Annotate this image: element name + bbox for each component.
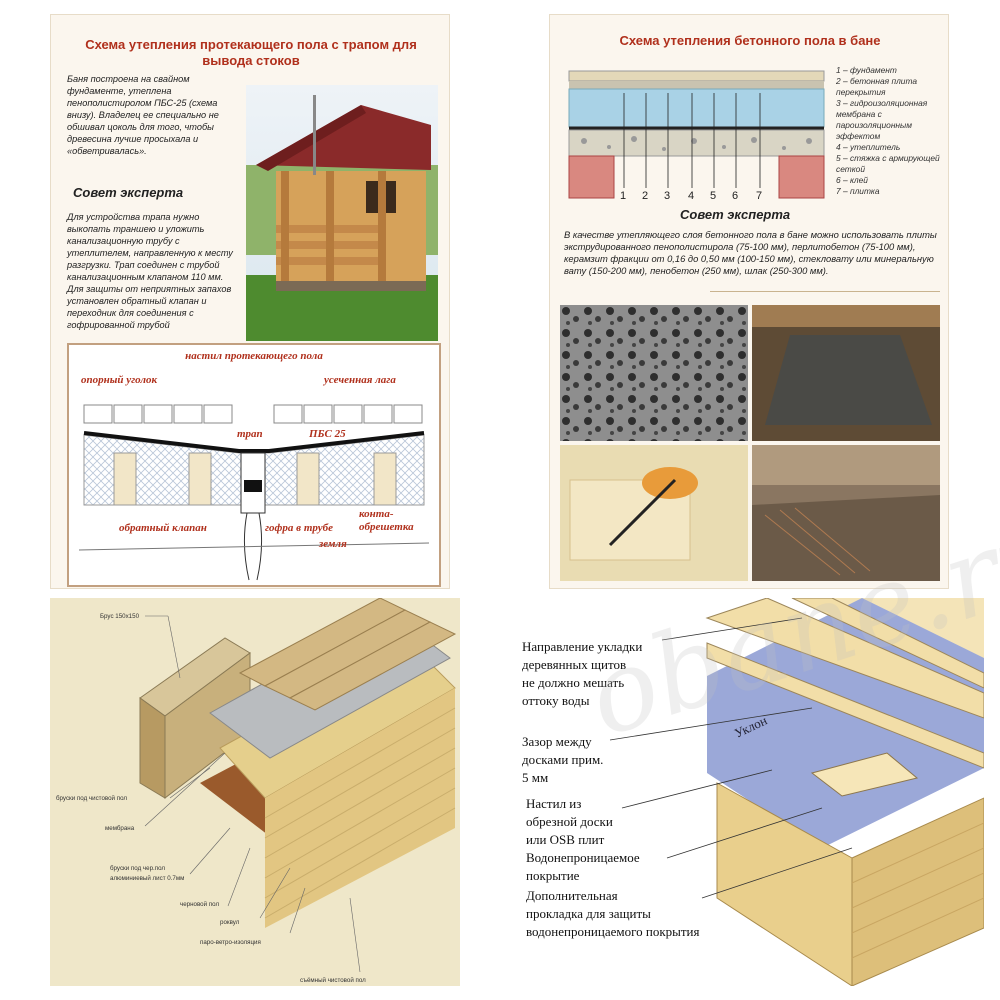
label-counter-2: обрешетка — [359, 521, 414, 533]
legend-item: 3 – гидроизоляционная мембрана с пароизо… — [836, 98, 928, 141]
label-truncated-joist: усеченная лага — [322, 374, 396, 386]
label-deck: Настил из обрезной доски или OSB плит — [526, 796, 616, 847]
legend-item: 1 – фундамент — [836, 65, 897, 75]
panel2-title: Схема утепления бетонного пола в бане — [619, 33, 881, 48]
label-waterproof: Водонепроницаемое покрытие — [526, 850, 643, 883]
label-gap: Зазор между досками прим. 5 мм — [522, 734, 607, 785]
label-laying-direction-1: Направление укладки — [522, 639, 642, 654]
label-laying-direction-2: деревянных щитов — [522, 657, 626, 672]
layer-number-4: 4 — [688, 190, 694, 202]
legend-item: 2 – бетонная плита перекрытия — [836, 76, 917, 97]
layer-number-6: 6 — [732, 190, 738, 202]
layer-number-1: 1 — [620, 190, 626, 202]
layer-number-3: 3 — [664, 190, 670, 202]
label-pbs: ПБС 25 — [308, 428, 346, 440]
layer-number-2: 2 — [642, 190, 648, 202]
panel-floor-layers-3d: Брус 150х150 бруски под чистовой пол мем… — [50, 598, 460, 986]
label-extra-pad: Дополнительная прокладка для защиты водо… — [526, 888, 700, 939]
materials-photo-collage — [560, 305, 940, 581]
concrete-floor-cross-section: 1 2 3 4 5 6 7 — [564, 63, 829, 203]
house-photo — [246, 85, 438, 341]
label-drain: трап — [237, 428, 263, 440]
label-rockwool: роквул — [220, 919, 240, 926]
panel2-expert-heading: Совет эксперта — [680, 207, 791, 222]
label-removable-floor: съёмный чистовой пол — [300, 977, 366, 984]
label-laying-direction: Направление укладки деревянных щитов не … — [522, 639, 646, 708]
label-check-valve: обратный клапан — [119, 522, 207, 534]
label-ground: земля — [318, 538, 347, 550]
legend-item: 4 – утеплитель — [836, 142, 901, 152]
label-vapour-barrier: паро-ветро-изоляция — [200, 939, 261, 946]
label-rough-floor-bars: бруски под чер.пол — [110, 865, 165, 872]
label-counter-1: конта- — [359, 508, 394, 520]
divider — [710, 291, 940, 292]
panel1-expert-heading: Совет эксперта — [73, 185, 184, 200]
label-membrane: мембрана — [105, 825, 135, 832]
layer-number-5: 5 — [710, 190, 716, 202]
drain-diagram-title: настил протекающего пола — [185, 350, 323, 362]
panel1-intro: Баня построена на свайном фундаменте, ут… — [67, 74, 219, 156]
panel-wooden-deck-slope: Уклон Направление укладки деревянных щит… — [492, 598, 984, 986]
layer-legend: 1 – фундамент 2 – бетонная плита перекры… — [836, 65, 944, 197]
label-support-corner: опорный уголок — [81, 374, 158, 386]
panel2-expert-text: В качестве утепляющего слоя бетонного по… — [564, 229, 937, 276]
drain-diagram: настил протекающего пола — [67, 343, 441, 587]
panel-drain-floor: Схема утепления протекающего пола с трап… — [50, 14, 450, 589]
panel1-title: Схема утепления протекающего пола с трап… — [85, 37, 417, 68]
label-rough-floor: черновой пол — [180, 901, 219, 908]
label-finish-floor-bars: бруски под чистовой пол — [56, 795, 127, 802]
label-aluminium-sheet: алюминиевый лист 0.7мм — [110, 875, 184, 882]
legend-item: 5 – стяжка с армирующей сеткой — [836, 153, 940, 174]
legend-item: 6 – клей — [836, 175, 868, 185]
label-laying-direction-4: оттоку воды — [522, 693, 590, 708]
layer-number-7: 7 — [756, 190, 762, 202]
legend-item: 7 – плитка — [836, 186, 880, 196]
label-laying-direction-3: не должно мешать — [522, 675, 624, 690]
panel-concrete-floor: Схема утепления бетонного пола в бане 1 … — [549, 14, 949, 589]
label-beam: Брус 150х150 — [100, 613, 140, 620]
panel1-expert-text: Для устройства трапа нужно выкопать тран… — [67, 212, 233, 330]
label-corrugation: гофра в трубе — [265, 522, 333, 534]
